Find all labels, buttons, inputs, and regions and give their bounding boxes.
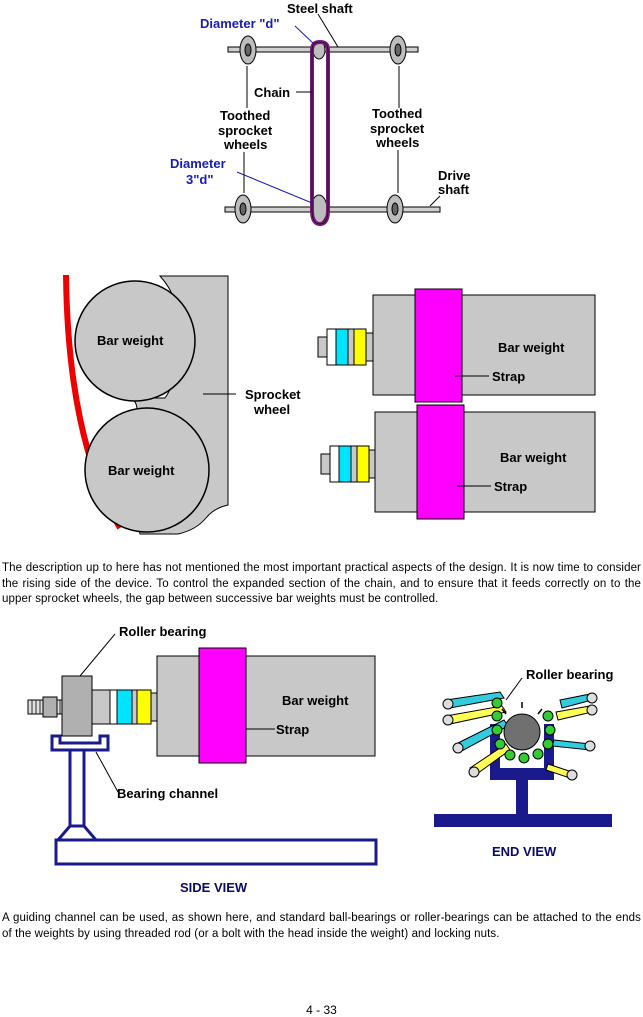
- label-strap-top: Strap: [492, 369, 525, 384]
- sprocket-bottom-left: [234, 194, 252, 224]
- label-side-view: SIDE VIEW: [180, 880, 248, 895]
- bearing-channel-diagram: Roller bearing Bar weight Strap Bearing …: [27, 624, 613, 895]
- body-paragraph-1: The description up to here has not menti…: [2, 562, 641, 605]
- body-paragraph-2: A guiding channel can be used, as shown …: [2, 912, 641, 940]
- label-roller-bearing: Roller bearing: [119, 624, 206, 639]
- bar-weight-circle-bottom: [84, 407, 210, 533]
- bar-weight-block-top: [317, 288, 596, 403]
- label-diameter-3d-2: 3"d": [186, 172, 214, 187]
- label-side-strap: Strap: [276, 722, 309, 737]
- label-diameter-d: Diameter "d": [200, 16, 280, 31]
- sprocket-bottom-right: [386, 194, 404, 224]
- bearing-channel: [50, 734, 378, 866]
- label-drive-2: shaft: [438, 182, 470, 197]
- label-toothed-right-2: sprocket: [370, 121, 425, 136]
- end-view-assembly: [434, 691, 612, 827]
- strap-top: [414, 288, 463, 403]
- label-bar-weight-top: Bar weight: [97, 333, 164, 348]
- drive-shaft: [224, 206, 441, 213]
- label-strap-bottom: Strap: [494, 479, 527, 494]
- chain-sprocket-diagram: Steel shaft Diameter "d" Chain Toothed s…: [170, 1, 471, 227]
- roller-bearing: [61, 675, 93, 737]
- sprocket-top-right: [389, 35, 407, 65]
- label-bar-weight-right-top: Bar weight: [498, 340, 565, 355]
- label-side-bar-weight: Bar weight: [282, 693, 349, 708]
- label-bearing-channel: Bearing channel: [117, 786, 218, 801]
- label-toothed-right-3: wheels: [375, 135, 419, 150]
- label-chain: Chain: [254, 85, 290, 100]
- label-drive-1: Drive: [438, 168, 471, 183]
- side-view-strap: [198, 647, 247, 764]
- label-bar-weight-bottom: Bar weight: [108, 463, 175, 478]
- label-toothed-right-1: Toothed: [372, 106, 422, 121]
- strap-bottom: [416, 404, 465, 520]
- label-steel-shaft: Steel shaft: [287, 1, 353, 16]
- label-end-view: END VIEW: [492, 844, 557, 859]
- sprocket-top-left: [239, 35, 257, 65]
- label-diameter-3d-1: Diameter: [170, 156, 226, 171]
- label-sprocket-wheel-1: Sprocket: [245, 387, 301, 402]
- label-end-roller-bearing: Roller bearing: [526, 667, 613, 682]
- bar-weight-circle-top: [74, 280, 196, 402]
- page-number: 4 - 33: [306, 1003, 337, 1017]
- label-toothed-left-3: wheels: [223, 137, 267, 152]
- bar-weight-block-bottom: [320, 404, 596, 520]
- side-view-bar-weight: [156, 655, 376, 757]
- bar-weights-diagram: Bar weight Bar weight Sprocket wheel Bar…: [63, 274, 596, 535]
- label-sprocket-wheel-2: wheel: [253, 402, 290, 417]
- label-toothed-left-2: sprocket: [218, 123, 273, 138]
- label-toothed-left-1: Toothed: [220, 108, 270, 123]
- label-bar-weight-right-bottom: Bar weight: [500, 450, 567, 465]
